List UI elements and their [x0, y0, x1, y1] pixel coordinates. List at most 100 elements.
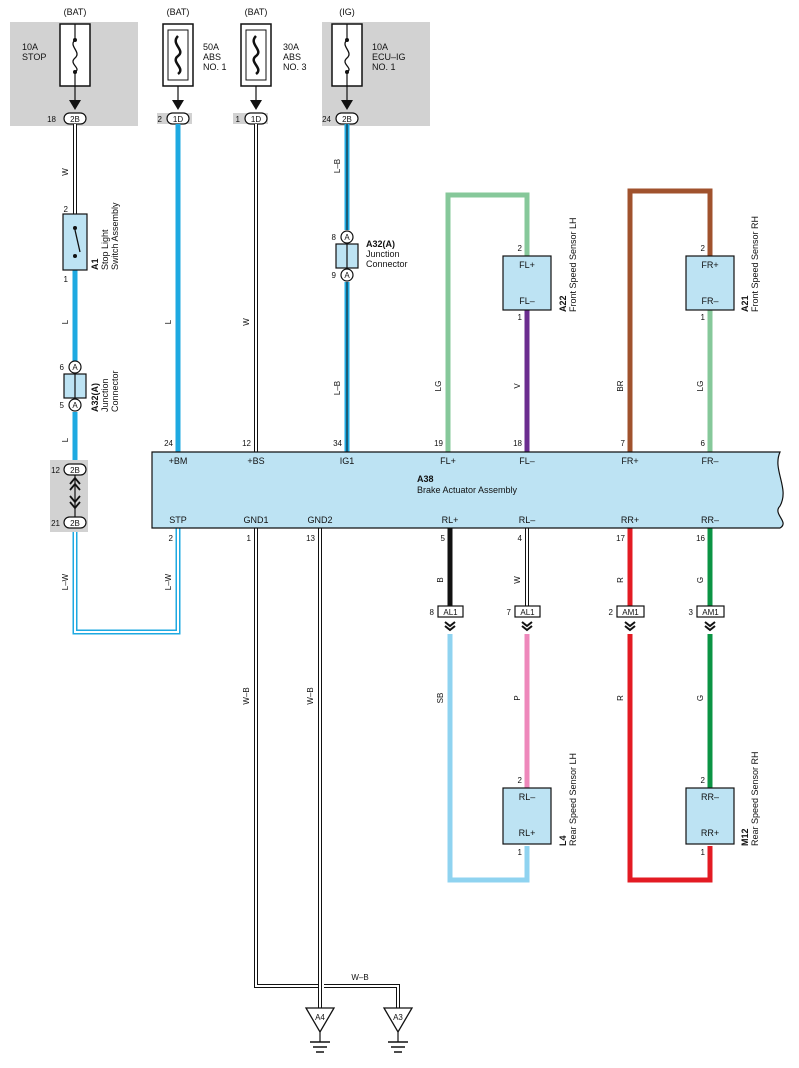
- rear-speed-sensor-lh: 2 RL– RL+ 1 L4 Rear Speed Sensor LH: [502, 753, 578, 857]
- svg-text:A32(A): A32(A): [90, 383, 100, 412]
- connector-chevron-icon: [704, 621, 716, 631]
- svg-text:Front Speed Sensor RH: Front Speed Sensor RH: [750, 216, 760, 312]
- svg-text:21: 21: [51, 519, 60, 528]
- svg-text:ABS: ABS: [203, 52, 221, 62]
- svg-text:5: 5: [441, 534, 446, 543]
- svg-text:+BM: +BM: [169, 456, 188, 466]
- fuse-icon: [252, 35, 260, 75]
- svg-text:1: 1: [247, 534, 252, 543]
- svg-text:7: 7: [621, 439, 626, 448]
- svg-text:FL+: FL+: [440, 456, 456, 466]
- svg-text:NO. 1: NO. 1: [372, 62, 396, 72]
- svg-text:2: 2: [169, 534, 174, 543]
- svg-text:IG1: IG1: [340, 456, 355, 466]
- svg-text:A: A: [72, 401, 78, 410]
- svg-text:Connector: Connector: [110, 370, 120, 412]
- front-speed-sensor-lh: 2 FL+ FL– 1 A22 Front Speed Sensor LH: [502, 217, 578, 322]
- svg-text:24: 24: [322, 115, 331, 124]
- svg-text:Front Speed Sensor LH: Front Speed Sensor LH: [568, 217, 578, 312]
- svg-text:BR: BR: [616, 380, 625, 391]
- fuse-stop: (BAT) 10A STOP: [10, 7, 138, 126]
- svg-text:L–W: L–W: [164, 573, 173, 590]
- svg-text:STP: STP: [169, 515, 187, 525]
- svg-text:9: 9: [332, 271, 337, 280]
- svg-text:30A: 30A: [283, 42, 299, 52]
- svg-text:2: 2: [701, 244, 706, 253]
- svg-text:W–B: W–B: [351, 973, 368, 982]
- svg-text:RR+: RR+: [621, 515, 639, 525]
- svg-text:50A: 50A: [203, 42, 219, 52]
- svg-text:L: L: [164, 319, 173, 324]
- svg-text:W: W: [513, 576, 522, 584]
- connector-al1-7: AL1 7: [507, 605, 541, 631]
- fuse-connectors: 2B 18 1D 2 1D 1 2B 24: [47, 86, 359, 125]
- svg-text:FL–: FL–: [519, 456, 535, 466]
- svg-text:8: 8: [430, 608, 435, 617]
- ground-a3: A3: [382, 1007, 414, 1053]
- svg-text:+BS: +BS: [247, 456, 264, 466]
- connector-chevron-icon: [444, 621, 456, 631]
- svg-text:L–W: L–W: [61, 573, 70, 590]
- svg-text:B: B: [436, 577, 445, 582]
- fuse-icon: [344, 39, 350, 73]
- stop-light-switch: 2 1 A1 Stop Light Switch Assembly: [62, 202, 120, 284]
- svg-text:FL+: FL+: [519, 260, 535, 270]
- svg-text:G: G: [696, 695, 705, 701]
- svg-text:W–B: W–B: [242, 687, 251, 704]
- fuse-source: (BAT): [64, 7, 87, 17]
- svg-text:18: 18: [47, 115, 56, 124]
- svg-text:(BAT): (BAT): [245, 7, 268, 17]
- svg-text:A4: A4: [315, 1013, 325, 1022]
- svg-text:FR+: FR+: [621, 456, 638, 466]
- svg-text:FL–: FL–: [519, 296, 535, 306]
- svg-text:W: W: [61, 168, 70, 176]
- svg-text:Stop Light: Stop Light: [100, 229, 110, 270]
- rear-connectors: AL1 8 AL1 7 AM1 2 AM1 3: [430, 605, 725, 631]
- svg-text:19: 19: [434, 439, 443, 448]
- svg-text:NO. 1: NO. 1: [203, 62, 227, 72]
- connector-2b-left: 2B 12 2B 21: [50, 460, 88, 532]
- svg-text:P: P: [513, 695, 522, 700]
- svg-text:RR–: RR–: [701, 792, 719, 802]
- svg-text:1: 1: [236, 115, 241, 124]
- svg-text:12: 12: [51, 466, 60, 475]
- svg-text:2: 2: [518, 776, 523, 785]
- connector-am1-3: AM1 3: [689, 605, 725, 631]
- svg-text:A21: A21: [740, 295, 750, 312]
- svg-text:FR+: FR+: [701, 260, 718, 270]
- svg-text:A38: A38: [417, 474, 434, 484]
- rear-speed-sensor-rh: 2 RR– RR+ 1 M12 Rear Speed Sensor RH: [685, 751, 760, 857]
- svg-text:A22: A22: [558, 295, 568, 312]
- svg-text:L: L: [61, 319, 70, 324]
- svg-text:2B: 2B: [70, 115, 80, 124]
- fuse-rating: 10A: [22, 42, 38, 52]
- fuse-abs-1: (BAT) 50A ABS NO. 1: [162, 7, 227, 87]
- svg-text:RL+: RL+: [519, 828, 536, 838]
- fuse-abs-3: (BAT) 30A ABS NO. 3: [240, 7, 307, 87]
- svg-text:LG: LG: [434, 381, 443, 392]
- svg-text:L4: L4: [558, 835, 568, 846]
- svg-text:Connector: Connector: [366, 259, 408, 269]
- connector-chevron-icon: [521, 621, 533, 631]
- svg-text:V: V: [513, 383, 522, 389]
- fuse-icon: [174, 35, 182, 75]
- junction-connector-left: A 6 A 5 A32(A) Junction Connector: [60, 360, 120, 412]
- fuse-icon: [72, 39, 78, 73]
- svg-text:RL+: RL+: [442, 515, 459, 525]
- connector-al1-8: AL1 8: [430, 605, 464, 631]
- svg-text:AM1: AM1: [702, 608, 719, 617]
- svg-text:A: A: [344, 271, 350, 280]
- svg-text:ECU–IG: ECU–IG: [372, 52, 406, 62]
- connector-chevron-icon: [624, 621, 636, 631]
- svg-text:12: 12: [242, 439, 251, 448]
- svg-text:L–B: L–B: [333, 159, 342, 173]
- fuse-name: STOP: [22, 52, 46, 62]
- front-speed-sensor-rh: 2 FR+ FR– 1 A21 Front Speed Sensor RH: [685, 216, 760, 322]
- svg-text:ABS: ABS: [283, 52, 301, 62]
- svg-text:10A: 10A: [372, 42, 388, 52]
- svg-text:1D: 1D: [251, 115, 261, 124]
- svg-text:A: A: [72, 363, 78, 372]
- svg-text:Rear Speed Sensor RH: Rear Speed Sensor RH: [750, 751, 760, 846]
- svg-text:17: 17: [616, 534, 625, 543]
- svg-text:1: 1: [518, 848, 523, 857]
